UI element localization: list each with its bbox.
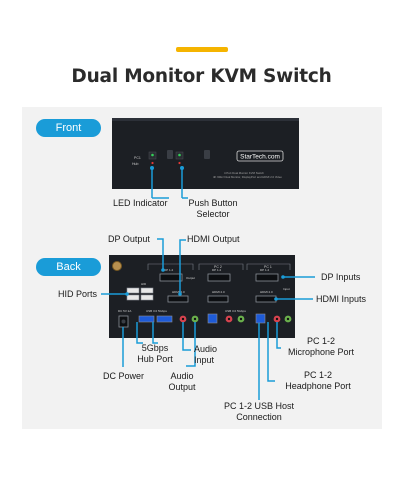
hid-port-3 — [140, 287, 154, 294]
callout-line-mic — [276, 322, 281, 349]
push-button-2 — [204, 150, 210, 159]
led-red-1 — [151, 161, 154, 165]
hid-port-4 — [140, 294, 154, 301]
led-indicator-group: PC1 Hub — [132, 151, 184, 166]
led-label-pc1: PC1 — [134, 156, 141, 160]
led-label-hub: Hub — [132, 162, 138, 166]
label-hdmi-inputs: HDMI Inputs — [316, 294, 367, 304]
dp-label-pc1: DP 1.2 — [260, 268, 269, 272]
hid-port-2 — [126, 294, 140, 301]
label-hdmi-output: HDMI Output — [187, 234, 240, 244]
kvm-front-view: PC1 Hub StarTech.com 4 Port Dual Monitor… — [112, 118, 299, 189]
kvm-back-view: PC 2 PC 1 Output Input DP 1.2 DP 1.2 DP … — [109, 255, 295, 338]
dp-port-pc1 — [255, 273, 279, 282]
hdmi-port-pc1 — [255, 295, 277, 303]
push-button-1 — [167, 150, 173, 159]
usb-host-port-pc1 — [255, 313, 266, 324]
label-led-indicator: LED Indicator — [113, 198, 168, 208]
usb-hub-label: USB 3.0 5Gbps — [146, 309, 167, 313]
dp-port-output — [159, 273, 183, 282]
device-caption-2: 4K 60Hz Dual Monitor, DisplayPort and HD… — [213, 175, 282, 179]
callout-line-audio-out — [186, 322, 196, 367]
usb-hub-port-1 — [138, 315, 155, 323]
hid-label: HID — [141, 282, 147, 286]
pc2-label: PC 2 — [214, 265, 222, 269]
hdmi-port-pc2 — [207, 295, 229, 303]
label-dc-power: DC Power — [103, 371, 145, 381]
input-label: Input — [283, 287, 290, 291]
brand-logo: StarTech.com — [240, 154, 280, 161]
usb-host-port-pc2 — [207, 313, 218, 324]
led-red-2 — [178, 161, 181, 165]
usb-hub-port-2 — [156, 315, 173, 323]
led-green-1 — [151, 153, 154, 157]
dp-label-pc2: DP 1.2 — [212, 268, 221, 272]
pc1-label: PC 1 — [264, 265, 272, 269]
callout-line-hdmi-output — [179, 239, 186, 294]
callout-line-dp-output — [157, 238, 164, 270]
usb-host-label: USB 3.0 5Gbps — [225, 309, 246, 313]
callout-line-hub — [152, 322, 158, 344]
label-dp-inputs: DP Inputs — [321, 272, 361, 282]
callout-line-audio-in — [182, 322, 191, 351]
front-tab[interactable]: Front — [36, 119, 101, 137]
grounding-screw — [112, 261, 122, 271]
label-dp-output: DP Output — [108, 234, 150, 244]
callout-line-headphone — [267, 322, 275, 382]
device-caption-1: 4 Port Dual Monitor KVM Switch — [224, 171, 264, 175]
label-hid-ports: HID Ports — [58, 289, 98, 299]
hid-port-1 — [126, 287, 140, 294]
output-label: Output — [186, 276, 195, 280]
accent-bar — [176, 47, 228, 52]
page-title: Dual Monitor KVM Switch — [71, 66, 332, 87]
dc-label: DC 5V 2A — [118, 309, 131, 313]
hdmi-label-pc1: HDMI 2.0 — [260, 290, 273, 294]
led-green-2 — [178, 153, 181, 157]
back-tab[interactable]: Back — [36, 258, 101, 276]
hdmi-port-output — [167, 295, 189, 303]
hdmi-label-out: HDMI 2.0 — [172, 290, 185, 294]
dp-label-out: DP 1.2 — [164, 268, 173, 272]
dp-port-pc2 — [207, 273, 231, 282]
hdmi-label-pc2: HDMI 2.0 — [212, 290, 225, 294]
